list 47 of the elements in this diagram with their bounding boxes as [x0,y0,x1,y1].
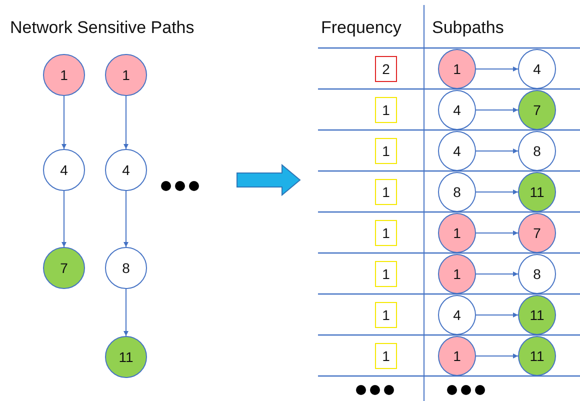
node-circle: 4 [518,49,556,89]
count-box: 1 [375,343,397,369]
node-circle: 11 [518,295,556,335]
count-box: 1 [375,220,397,246]
count-box: 1 [375,302,397,328]
node-circle: 4 [43,149,85,191]
node-circle: 7 [43,247,85,289]
node-circle: 7 [518,90,556,130]
node-circle: 4 [105,149,147,191]
arrow [476,312,518,318]
node-circle: 1 [438,336,476,376]
node-circle: 1 [438,254,476,294]
node-circle: 11 [105,336,147,378]
count-box: 1 [375,261,397,287]
column-header: Frequency [321,18,402,38]
node-circle: 8 [518,254,556,294]
node-circle: 1 [105,54,147,96]
node-circle: 11 [518,172,556,212]
node-circle: 8 [438,172,476,212]
arrow [476,190,518,194]
arrow [476,108,518,112]
column-header: Subpaths [432,18,504,38]
count-box: 1 [375,179,397,205]
arrow [476,354,518,358]
count-box: 1 [375,138,397,164]
node-circle: 1 [43,54,85,96]
arrow [124,190,128,248]
arrow [476,230,518,236]
node-circle: 7 [518,213,556,253]
count-box: 2 [375,56,397,82]
node-circle: 8 [105,247,147,289]
arrow [124,96,128,150]
arrow [62,190,66,248]
arrow [124,288,128,336]
arrow [62,96,66,150]
node-circle: 4 [438,131,476,171]
node-circle: 4 [438,295,476,335]
node-circle: 4 [438,90,476,130]
node-circle: 8 [518,131,556,171]
section-heading: Network Sensitive Paths [10,18,194,38]
arrow [476,272,518,276]
arrow [476,66,518,72]
node-circle: 1 [438,49,476,89]
count-box: 1 [375,97,397,123]
arrow [476,148,518,154]
node-circle: 11 [518,336,556,376]
node-circle: 1 [438,213,476,253]
